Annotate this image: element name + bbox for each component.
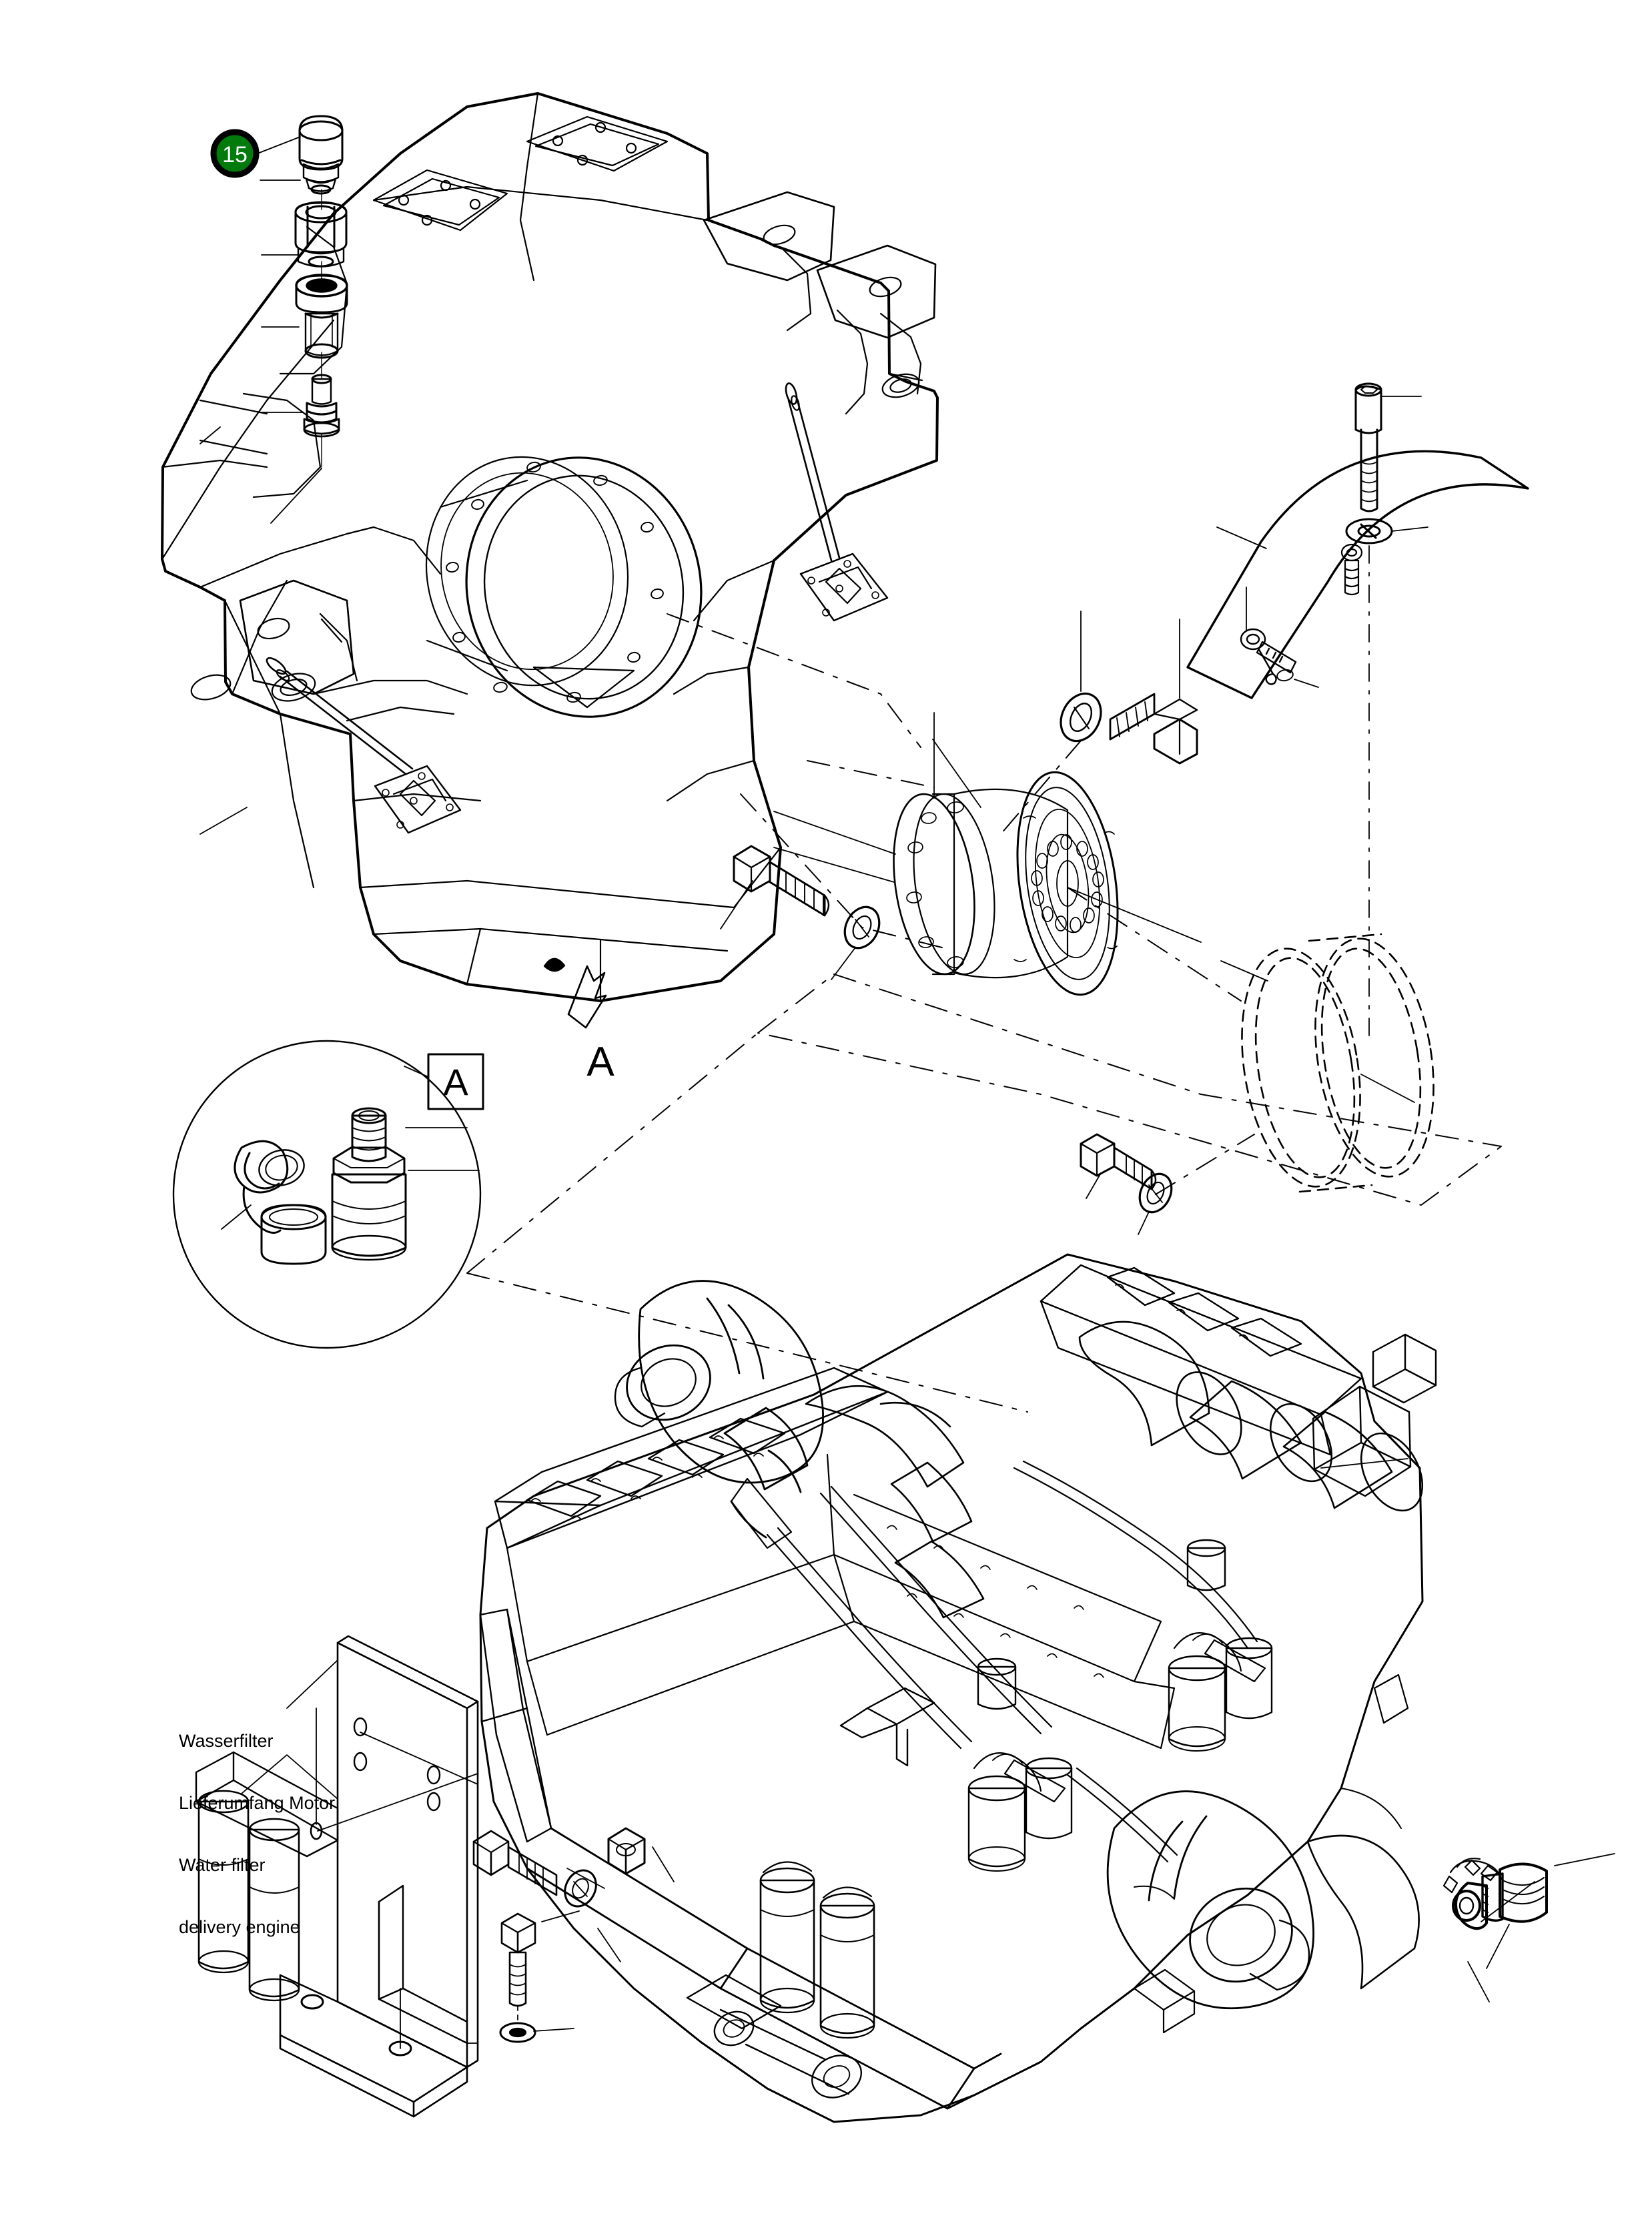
note-line-2: Lieferumfang Motor xyxy=(179,1793,336,1813)
water-filter-note: Wasserfilter Lieferumfang Motor Water fi… xyxy=(179,1690,335,1979)
breather-leader-lines xyxy=(199,136,322,835)
diesel-engine-assembly xyxy=(479,1253,1437,2123)
detail-a-circle xyxy=(172,1040,482,1349)
ring-gear-leader-lines xyxy=(1220,960,1415,1103)
badge-15-label: 15 xyxy=(222,142,248,167)
badge-15[interactable]: 15 xyxy=(210,129,260,178)
water-filter-bracket xyxy=(195,1635,675,2118)
note-line-4: delivery engine xyxy=(179,1917,300,1937)
housing-bracket-plates xyxy=(266,382,889,834)
detail-a-box xyxy=(427,1053,484,1110)
view-arrow-a xyxy=(567,965,607,1029)
starter-ring-gear xyxy=(1241,933,1434,1193)
flywheel-bolt-and-washer xyxy=(1060,611,1198,765)
breather-valve-stack xyxy=(294,115,348,468)
housing-bolt-and-washer-left xyxy=(720,845,881,980)
flywheel-and-damper xyxy=(893,771,1119,996)
detail-a-box-label: A xyxy=(443,1061,468,1103)
quick-release-coupler xyxy=(1442,1853,1615,1969)
curved-guard-plate xyxy=(1186,382,1529,1042)
assembly-centre-lines xyxy=(466,613,1502,1413)
view-arrow-a-label: A xyxy=(586,1039,614,1085)
flywheel-leader-lines xyxy=(773,712,1202,943)
note-line-1: Wasserfilter xyxy=(179,1731,274,1751)
note-line-3: Water filter xyxy=(179,1855,266,1875)
flywheel-housing xyxy=(161,92,939,1002)
